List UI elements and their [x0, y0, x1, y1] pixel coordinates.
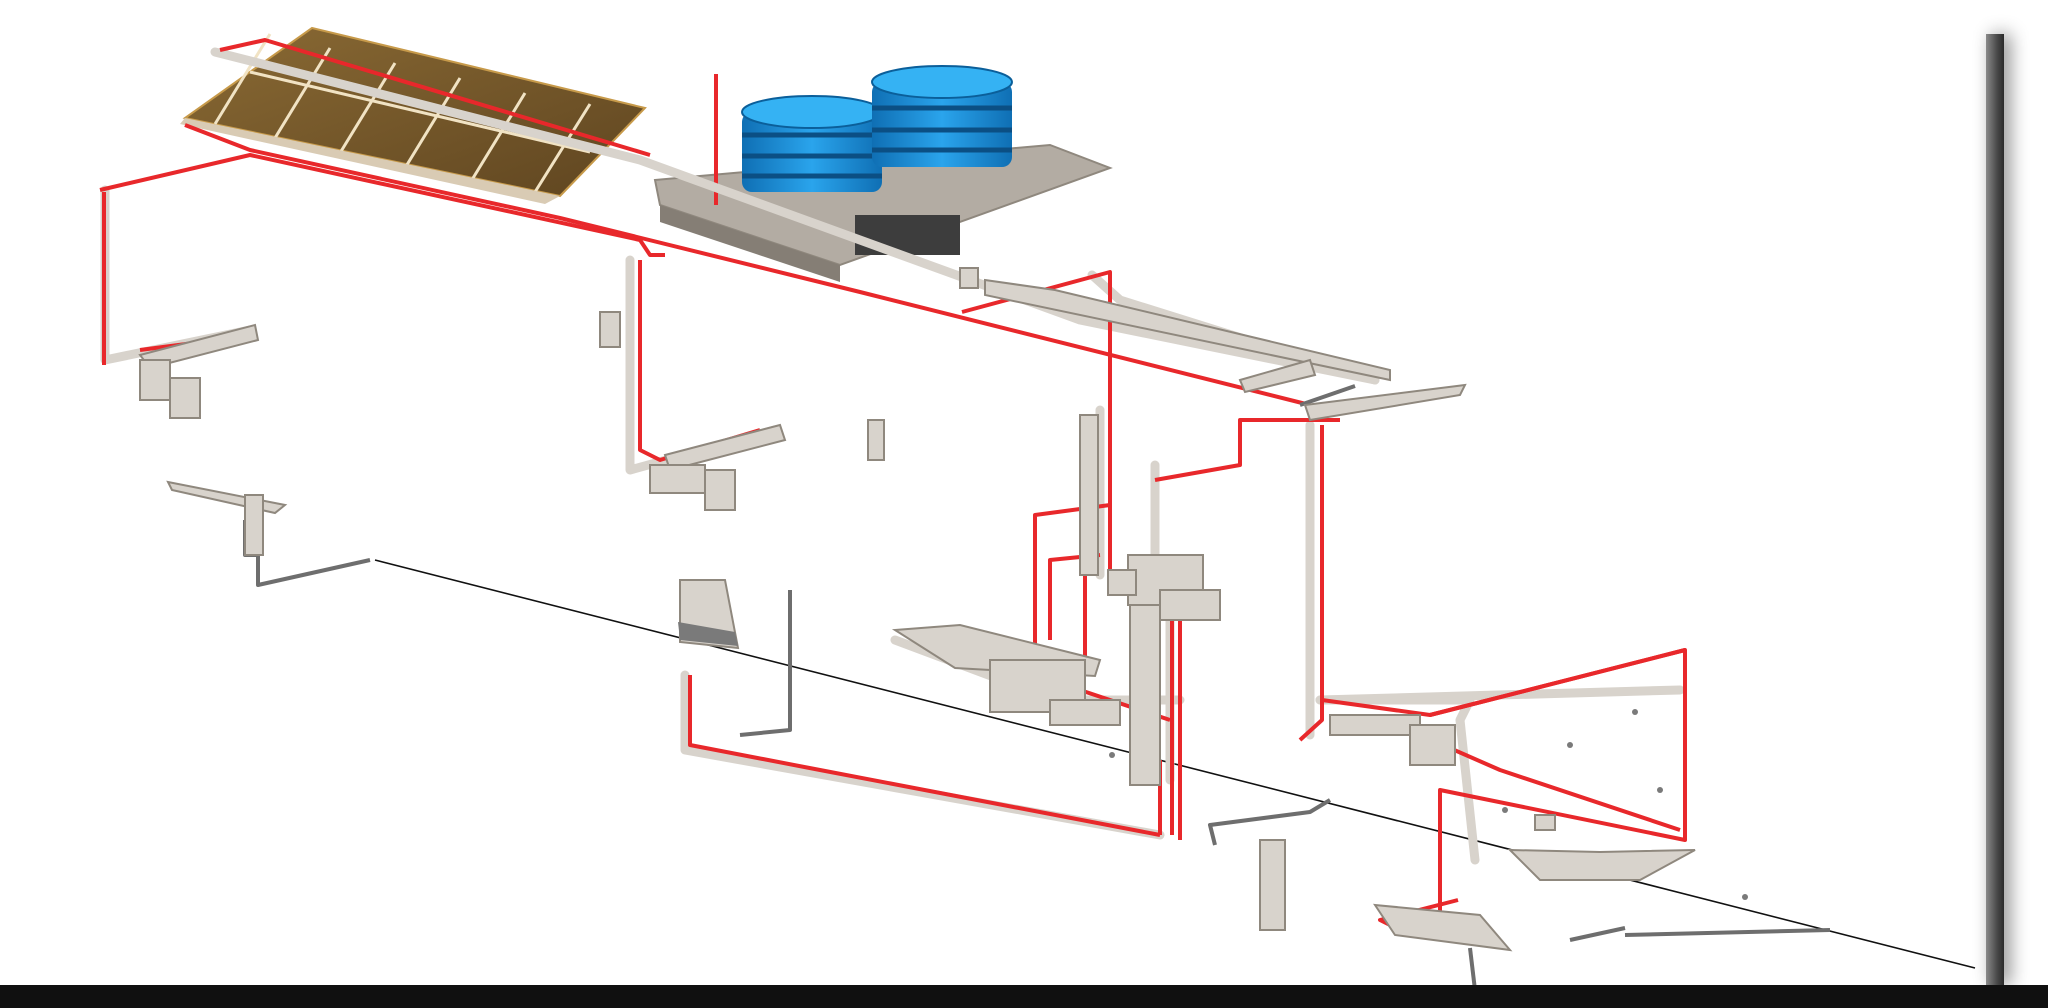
- bottom-frame-bar: [0, 985, 2048, 1008]
- fixture-icon: [138, 267, 1696, 952]
- right-wall-edge: [1986, 34, 2004, 985]
- floor-line: [374, 559, 1976, 969]
- water-tank-icon: [741, 95, 883, 192]
- floor-drain-icon: [678, 622, 1748, 900]
- solar-panel-icon: [180, 26, 647, 204]
- water-tank-icon: [871, 65, 1013, 167]
